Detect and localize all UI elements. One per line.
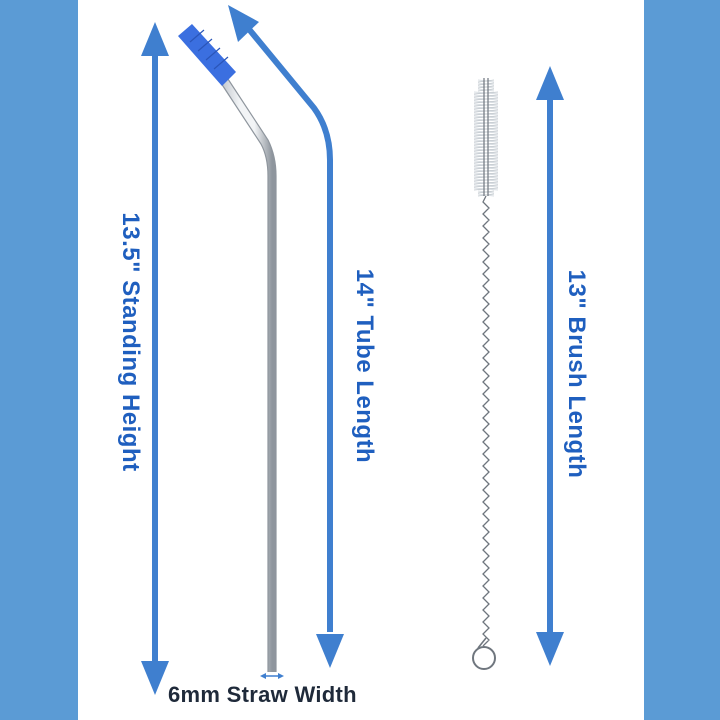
straw-width-marker (260, 673, 284, 679)
right-blue-band (644, 0, 720, 720)
tube-length-arrow (228, 5, 344, 668)
silicone-tip (178, 24, 236, 86)
straw-width-label: 6mm Straw Width (168, 682, 357, 707)
brush-length-arrow (536, 66, 564, 666)
standing-height-arrow (141, 22, 169, 695)
left-blue-band (0, 0, 78, 720)
tube-length-label: 14" Tube Length (351, 268, 378, 464)
cleaning-brush-icon (472, 78, 499, 670)
standing-height-label: 13.5" Standing Height (117, 212, 144, 472)
bent-straw-icon (218, 75, 277, 672)
brush-length-label: 13" Brush Length (563, 269, 590, 479)
